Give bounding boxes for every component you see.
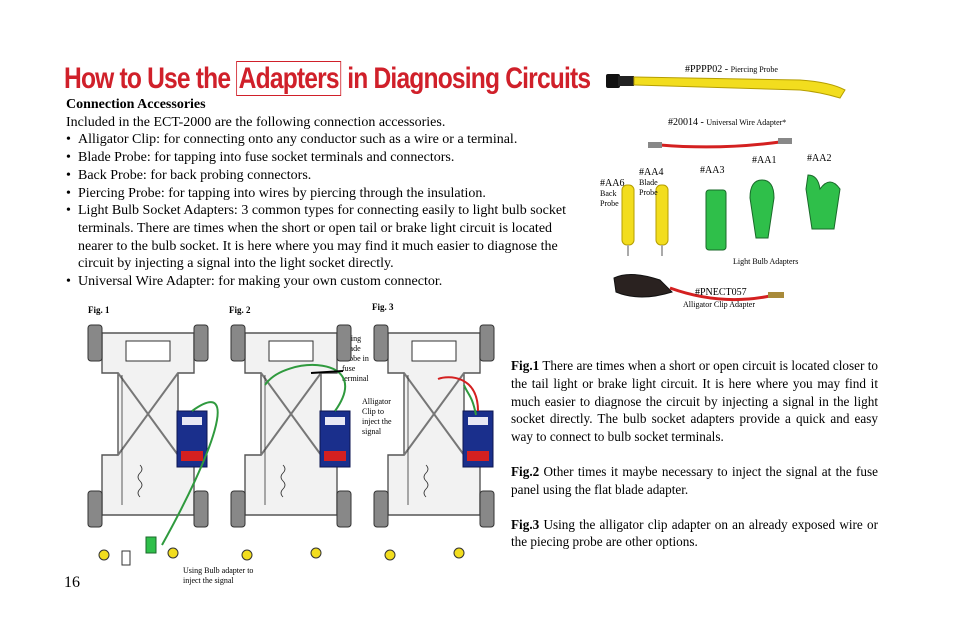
light-bulb-adapters-label: Light Bulb Adapters [733, 257, 799, 266]
aa2-label: #AA2 [807, 153, 832, 164]
fig2-description: Fig.2 Other times it maybe necessary to … [511, 463, 878, 499]
fig1-label: Fig. 1 [88, 305, 110, 315]
accessory-list: Alligator Clip: for connecting onto any … [66, 131, 566, 290]
fig1-note: Using Bulb adapter to inject the signal [183, 566, 254, 585]
pnect057-label: #PNECT057 [695, 287, 747, 298]
title-boxed-word: Adapters [236, 61, 342, 96]
section-heading: Connection Accessories [66, 97, 206, 112]
figure-descriptions: Fig.1 There are times when a short or op… [511, 357, 878, 568]
product-code: #AA6 [600, 178, 625, 189]
product-name: Piercing Probe [730, 65, 778, 74]
list-item: Piercing Probe: for tapping into wires b… [66, 185, 566, 203]
product-code: #PPPP02 - [685, 64, 731, 75]
fig2-label: Fig. 2 [229, 305, 251, 315]
product-name: Back Probe [600, 189, 619, 208]
product-code: #20014 - [668, 117, 707, 128]
title-part: How to Use the [64, 62, 231, 95]
page-number: 16 [64, 574, 80, 591]
fig1-lead: Fig.1 [511, 358, 540, 373]
fig1-description: Fig.1 There are times when a short or op… [511, 357, 878, 446]
fig3-label: Fig. 3 [372, 302, 394, 312]
connection-accessories-section: Connection Accessories Included in the E… [66, 96, 566, 291]
list-item: Universal Wire Adapter: for making your … [66, 273, 566, 291]
aa1-label: #AA1 [752, 155, 777, 166]
aa3-label: #AA3 [700, 165, 725, 176]
circuit-figures-diagram [87, 324, 495, 566]
list-item: Light Bulb Socket Adapters: 3 common typ… [66, 202, 566, 273]
list-item: Back Probe: for back probing connectors. [66, 167, 566, 185]
fig3-lead: Fig.3 [511, 516, 540, 532]
fig1-text: There are times when a short or open cir… [511, 358, 878, 445]
accessories-photo [606, 74, 846, 302]
aa6-label: #AA6 Back Probe [600, 178, 630, 209]
aa4-label: #AA4 Blade Probe [639, 167, 669, 198]
alligator-clip-adapter-label: Alligator Clip Adapter [683, 300, 755, 309]
fig2-text: Other times it maybe necessary to inject… [511, 463, 878, 497]
fig3-description: Fig.3 Using the alligator clip adapter o… [511, 516, 878, 552]
fig2-lead: Fig.2 [511, 463, 540, 479]
title-part: in Diagnosing Circuits [347, 62, 591, 95]
product-name: Blade Probe [639, 178, 658, 197]
product-code: #AA4 [639, 167, 664, 178]
list-item: Alligator Clip: for connecting onto any … [66, 131, 566, 149]
piercing-probe-label: #PPPP02 - Piercing Probe [685, 64, 778, 75]
page-title: How to Use the Adapters in Diagnosing Ci… [64, 61, 591, 96]
product-name: Universal Wire Adapter* [706, 118, 787, 127]
fig3-text: Using the alligator clip adapter on an a… [511, 516, 878, 550]
section-lead: Included in the ECT-2000 are the followi… [66, 114, 446, 130]
fig3-note: Alligator Clip to inject the signal [362, 397, 392, 436]
piercing-probe-illustration [606, 74, 846, 99]
universal-wire-adapter-label: #20014 - Universal Wire Adapter* [668, 117, 786, 128]
list-item: Blade Probe: for tapping into fuse socke… [66, 149, 566, 167]
